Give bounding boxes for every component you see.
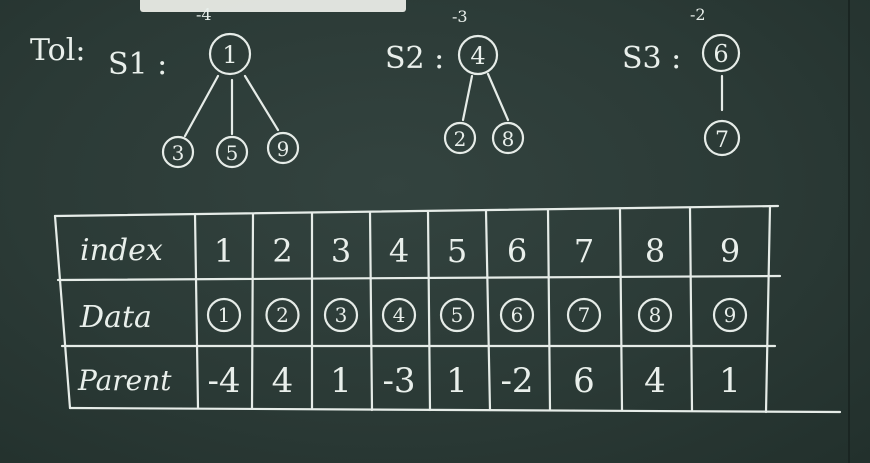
node-7 [703, 119, 741, 157]
node-6-label: 6 [713, 40, 728, 68]
node-9 [266, 131, 300, 165]
edge-4-8 [486, 72, 510, 122]
set2-root-mark: -3 [452, 7, 468, 26]
set3-root-mark: -2 [690, 5, 706, 24]
row-header-index: index [80, 233, 163, 268]
index-cell: 6 [507, 232, 527, 270]
set2-tree: 4 2 8 [443, 34, 525, 155]
data-cell: 6 [511, 303, 524, 327]
node-3-label: 3 [172, 141, 185, 165]
node-1 [208, 32, 252, 76]
parent-cell: 1 [719, 361, 741, 401]
node-5-label: 5 [226, 141, 239, 165]
set1-label: S1 : [108, 47, 167, 82]
data-cell-circle [439, 297, 475, 333]
node-8-label: 8 [502, 127, 515, 151]
index-cell: 7 [574, 232, 594, 270]
set3-label: S3 : [622, 41, 681, 76]
data-cell: 2 [276, 303, 289, 327]
index-cell: 8 [645, 232, 665, 270]
data-cell: 5 [451, 303, 464, 327]
parent-cell: -2 [500, 361, 533, 401]
data-cell-circle [381, 297, 417, 333]
node-7-label: 7 [715, 128, 729, 153]
set1-tree: 1 3 5 9 [161, 32, 300, 169]
node-8 [491, 121, 525, 155]
row-header-data: Data [79, 300, 152, 335]
edge-1-9 [243, 74, 280, 132]
data-cell: 9 [724, 303, 737, 327]
node-2-label: 2 [454, 127, 467, 151]
prefix-label: Tol: [30, 33, 85, 68]
parent-table-grid [53, 204, 842, 414]
node-4-label: 4 [470, 42, 485, 70]
data-cell-circle [637, 297, 673, 333]
parent-cell: 4 [644, 361, 666, 401]
set1-root-mark: -4 [196, 5, 212, 24]
board-edge [848, 0, 850, 463]
parent-cell: 1 [446, 361, 468, 401]
data-cell-circle [499, 297, 535, 333]
edge-4-2 [461, 74, 474, 122]
node-3 [161, 135, 195, 169]
node-5 [215, 135, 249, 169]
data-cell-circle [566, 297, 602, 333]
parent-cell: 1 [330, 361, 352, 401]
data-cell: 3 [335, 303, 348, 327]
data-cell-circle [712, 297, 748, 333]
set3-tree: 6 7 [701, 33, 741, 157]
data-cell-circle [206, 297, 242, 333]
data-cell: 4 [393, 303, 406, 327]
node-6 [701, 33, 741, 73]
node-9-label: 9 [277, 137, 290, 161]
index-cell: 9 [720, 232, 740, 270]
set2-label: S2 : [385, 41, 444, 76]
row-header-parent: Parent [77, 364, 172, 397]
parent-cell: -3 [382, 361, 415, 401]
data-cell-circle [323, 297, 359, 333]
data-cell: 8 [649, 303, 662, 327]
node-2 [443, 121, 477, 155]
data-cell: 7 [578, 303, 591, 327]
parent-cell: 4 [272, 361, 294, 401]
edge-1-3 [183, 74, 220, 138]
data-cell: 1 [218, 303, 231, 327]
node-1-label: 1 [222, 41, 237, 69]
index-cell: 2 [272, 232, 292, 270]
parent-cell: -4 [207, 361, 240, 401]
index-cell: 5 [447, 232, 467, 270]
index-cell: 3 [331, 232, 351, 270]
data-cell-circle [265, 297, 300, 333]
index-cell: 4 [389, 232, 409, 270]
node-4 [457, 34, 499, 76]
tape-strip [140, 0, 406, 12]
parent-cell: 6 [573, 361, 595, 401]
index-cell: 1 [214, 232, 234, 270]
